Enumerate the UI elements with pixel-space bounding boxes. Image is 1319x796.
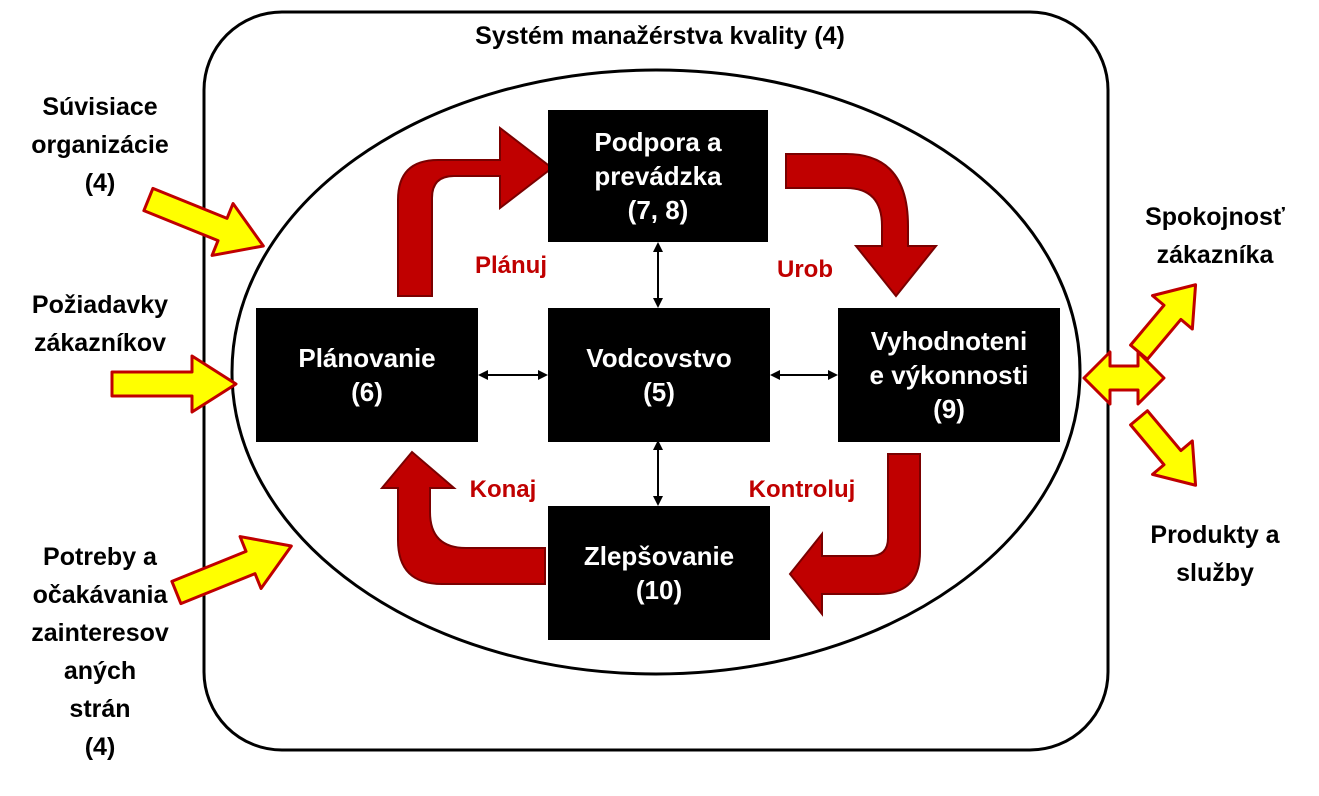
box-performance-evaluation: Vyhodnoteni e výkonnosti (9): [838, 308, 1060, 442]
box-support-operation: Podpora a prevádzka (7, 8): [548, 110, 768, 242]
do-cycle-arrow: [785, 153, 939, 298]
organization-ellipse: [230, 68, 1082, 676]
output-label-customer-satisfaction: Spokojnosť zákazníka: [1145, 203, 1285, 269]
output-label-products-services: Produkty a služby: [1150, 521, 1280, 587]
pdca-check-label: Kontroluj: [748, 476, 856, 503]
input-arrow-stakeholder-needs: [170, 535, 293, 606]
output-double-arrow: [1082, 350, 1166, 406]
input-label-related-orgs: Súvisiace organizácie (4): [31, 93, 169, 197]
input-label-stakeholder-needs: Potreby a očakávania zainteresov aných s…: [31, 543, 169, 761]
output-arrow-products: [1129, 409, 1198, 487]
output-arrow-satisfaction: [1129, 283, 1198, 361]
input-arrow-related-orgs: [142, 186, 265, 257]
act-cycle-arrow: [379, 450, 546, 585]
diagram-title: Systém manažérstva kvality (4): [475, 22, 845, 50]
pdca-plan-label: Plánuj: [474, 252, 547, 279]
input-label-customer-requirements: Požiadavky zákazníkov: [31, 291, 169, 357]
input-arrow-customer-requirements: [110, 354, 238, 414]
pdca-act-label: Konaj: [469, 476, 537, 503]
box-improvement: Zlepšovanie (10): [548, 506, 770, 640]
check-cycle-arrow: [788, 453, 921, 617]
box-planning: Plánovanie (6): [256, 308, 478, 442]
pdca-do-label: Urob: [777, 256, 833, 283]
box-leadership: Vodcovstvo (5): [548, 308, 770, 442]
